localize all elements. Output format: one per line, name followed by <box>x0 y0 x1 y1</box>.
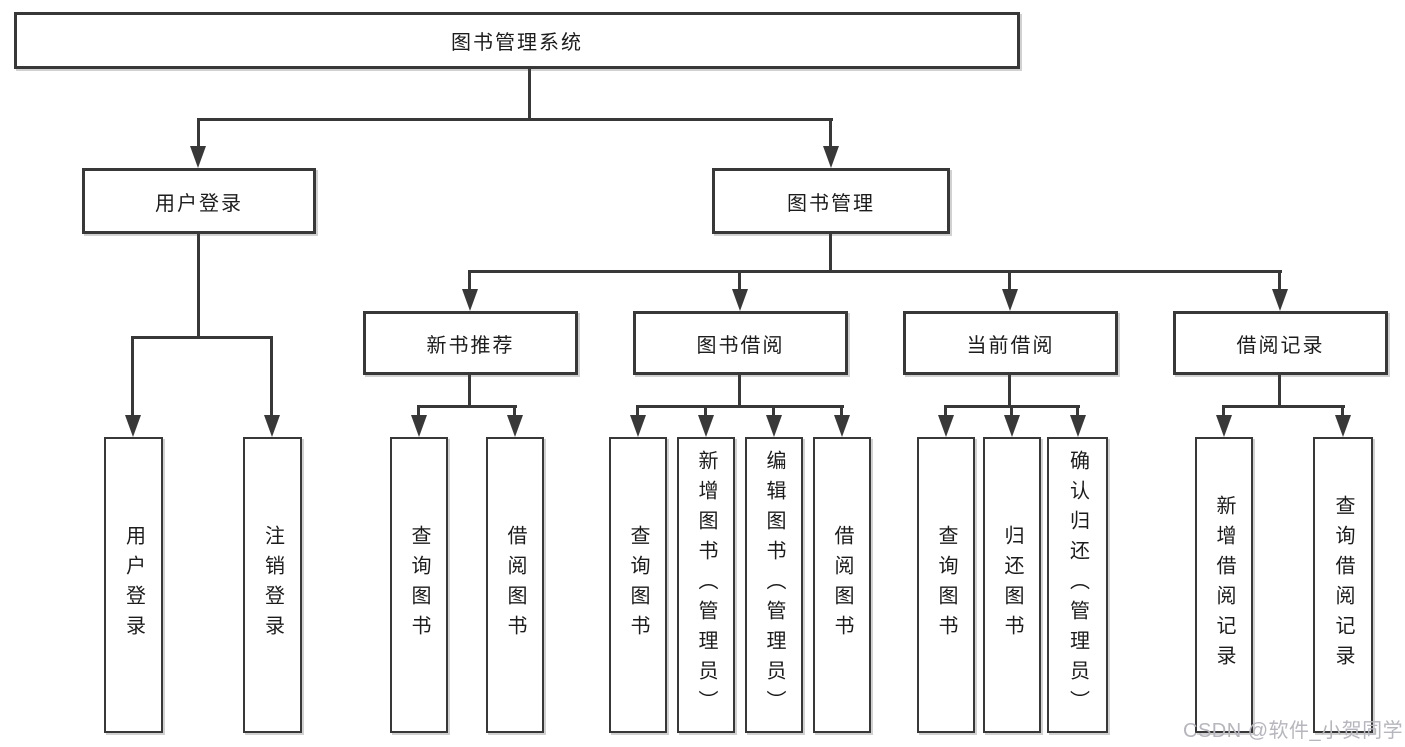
connector-drop <box>1278 270 1281 293</box>
connector-newbook-stem <box>468 375 471 407</box>
leaf-label: 用户登录 <box>122 525 145 645</box>
connector-records-stem <box>1278 375 1281 407</box>
connector-drop <box>944 405 947 419</box>
node-current-borrow: 当前借阅 <box>903 311 1118 375</box>
leaf-query-book: 查询图书 <box>390 437 448 733</box>
node-book-borrow: 图书借阅 <box>633 311 848 375</box>
leaf-label: 借阅图书 <box>831 525 853 645</box>
leaf-logout: 注销登录 <box>243 437 302 733</box>
connector-drop <box>1222 405 1225 419</box>
leaf-add-borrow-record: 新增借阅记录 <box>1195 437 1253 733</box>
leaf-return-book: 归还图书 <box>983 437 1041 733</box>
arrow-down-icon <box>125 415 141 437</box>
node-borrow-records: 借阅记录 <box>1173 311 1388 375</box>
connector-drop <box>704 405 707 419</box>
connector-drop <box>468 270 471 293</box>
connector-drop <box>1076 405 1079 419</box>
connector-root-stem <box>528 69 531 121</box>
connector-drop <box>772 405 775 419</box>
connector-newbook-bus <box>418 405 517 408</box>
connector-bookmgmt-stem <box>829 234 832 272</box>
leaf-label: 新增借阅记录 <box>1213 495 1235 675</box>
leaf-label: 查询图书 <box>408 525 430 645</box>
leaf-borrow-book: 借阅图书 <box>486 437 544 733</box>
csdn-watermark: CSDN @软件_小贺同学 <box>1183 720 1404 742</box>
node-user-login: 用户登录 <box>82 168 316 234</box>
leaf-label: 查询图书 <box>627 525 649 645</box>
arrow-down-icon <box>1004 415 1020 437</box>
arrow-down-icon <box>834 415 850 437</box>
connector-userlogin-bus <box>132 336 273 339</box>
connector-drop <box>738 270 741 293</box>
arrow-down-icon <box>462 289 478 311</box>
connector-userlogin-drop <box>197 118 200 150</box>
connector-userlogin-stem <box>197 234 200 338</box>
node-new-book-recommend: 新书推荐 <box>363 311 578 375</box>
node-root: 图书管理系统 <box>14 12 1020 69</box>
node-current-borrow-label: 当前借阅 <box>966 334 1055 357</box>
arrow-down-icon <box>507 415 523 437</box>
arrow-down-icon <box>264 415 280 437</box>
node-root-label: 图书管理系统 <box>451 32 583 54</box>
arrow-down-icon <box>1070 415 1086 437</box>
arrow-down-icon <box>411 415 427 437</box>
connector-drop <box>1341 405 1344 419</box>
arrow-down-icon <box>732 289 748 311</box>
connector-borrow-stem <box>738 375 741 407</box>
arrow-down-icon <box>1335 415 1351 437</box>
node-book-management-label: 图书管理 <box>787 192 875 215</box>
connector-records-bus <box>1222 405 1345 408</box>
connector-current-stem <box>1008 375 1011 407</box>
connector-bookmgmt-drop <box>829 118 832 150</box>
arrow-down-icon <box>1002 289 1018 311</box>
node-borrow-records-label: 借阅记录 <box>1236 334 1325 357</box>
connector-drop <box>1010 405 1013 419</box>
arrow-down-icon <box>1216 415 1232 437</box>
leaf-label: 注销登录 <box>261 525 284 645</box>
node-book-management: 图书管理 <box>712 168 950 234</box>
leaf-edit-book-admin: 编辑图书（管理员） <box>745 437 803 733</box>
connector-level2-bus <box>197 118 833 121</box>
arrow-down-icon <box>823 146 839 168</box>
connector-drop <box>840 405 843 419</box>
arrow-down-icon <box>766 415 782 437</box>
leaf-label: 借阅图书 <box>504 525 526 645</box>
node-book-borrow-label: 图书借阅 <box>696 334 785 357</box>
connector-drop <box>417 405 420 419</box>
arrow-down-icon <box>1272 289 1288 311</box>
connector-drop <box>513 405 516 419</box>
leaf-label: 归还图书 <box>1001 525 1023 645</box>
connector-drop <box>1008 270 1011 293</box>
leaf-label: 确认归还（管理员） <box>1066 450 1089 720</box>
connector-drop <box>636 405 639 419</box>
connector-level3-bus <box>469 270 1282 273</box>
leaf-borrow-book: 借阅图书 <box>813 437 871 733</box>
node-new-book-recommend-label: 新书推荐 <box>426 334 515 357</box>
leaf-label: 新增图书（管理员） <box>695 450 717 720</box>
leaf-user-login: 用户登录 <box>104 437 163 733</box>
arrow-down-icon <box>630 415 646 437</box>
leaf-add-book-admin: 新增图书（管理员） <box>677 437 735 733</box>
connector-drop <box>270 336 273 419</box>
node-user-login-label: 用户登录 <box>155 192 243 215</box>
connector-drop <box>131 336 134 419</box>
arrow-down-icon <box>938 415 954 437</box>
leaf-label: 编辑图书（管理员） <box>763 450 785 720</box>
leaf-query-book: 查询图书 <box>609 437 667 733</box>
leaf-confirm-return-admin: 确认归还（管理员） <box>1047 437 1108 733</box>
leaf-label: 查询图书 <box>935 525 957 645</box>
arrow-down-icon <box>190 146 206 168</box>
connector-borrow-bus <box>636 405 844 408</box>
arrow-down-icon <box>698 415 714 437</box>
leaf-query-borrow-record: 查询借阅记录 <box>1313 437 1373 733</box>
leaf-query-book: 查询图书 <box>917 437 975 733</box>
leaf-label: 查询借阅记录 <box>1332 495 1354 675</box>
